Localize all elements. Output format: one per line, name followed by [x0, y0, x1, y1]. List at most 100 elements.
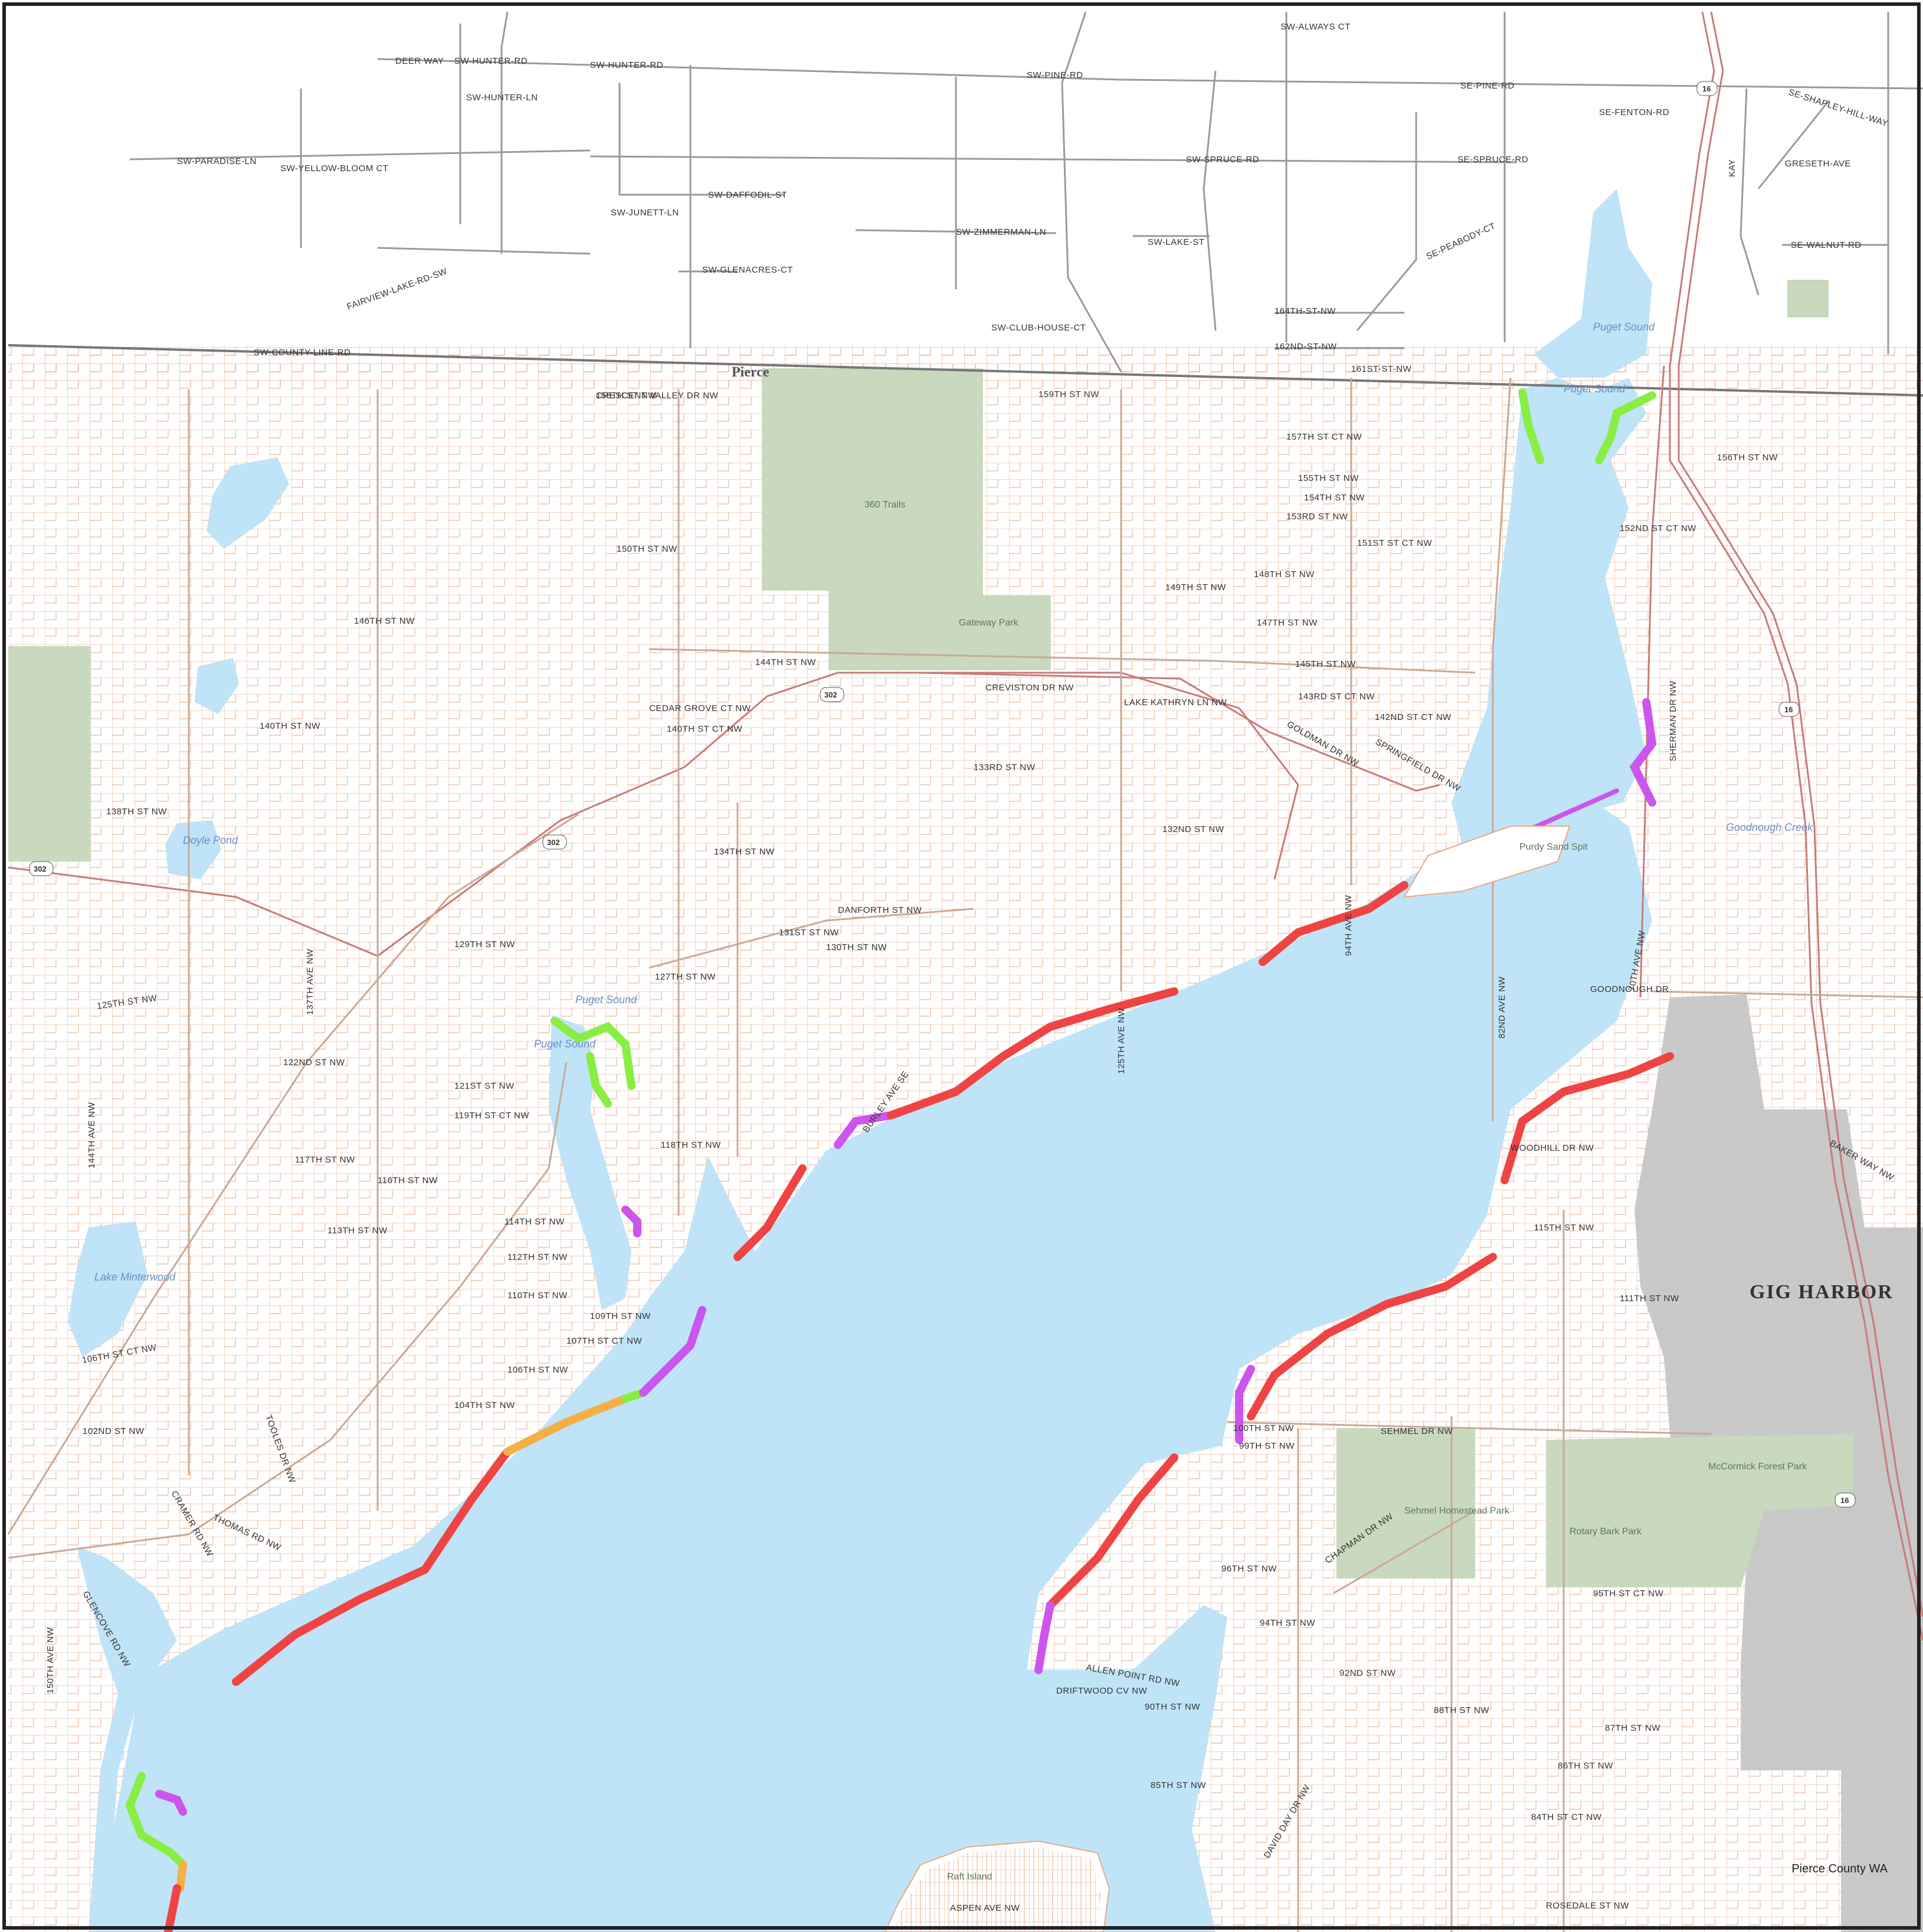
route-shield-16-mid: 16 — [1778, 702, 1800, 717]
road-label-south-86: SHERMAN DR NW — [1668, 680, 1678, 761]
route-shield-302-east: 302 — [820, 687, 844, 702]
county-boundary — [8, 344, 1923, 397]
road-label-south-88: CRESCENT VALLEY DR NW — [596, 391, 719, 401]
road-label-south-64: 84TH ST CT NW — [1531, 1812, 1602, 1822]
road-label-north-13: SW-SPRUCE-RD — [1186, 155, 1259, 165]
road-label-south-66: GOODNOUGH DR — [1590, 984, 1669, 994]
svg-text:16: 16 — [1702, 84, 1711, 93]
road-label-north-6: SW-ALWAYS CT — [1280, 22, 1351, 32]
road-label-north-0: DEER WAY — [395, 56, 444, 66]
road-label-north-5: SE-PINE-RD — [1460, 81, 1515, 91]
shoreline-purple-6 — [1034, 1601, 1054, 1674]
road-label-south-59: 90TH ST NW — [1145, 1702, 1200, 1712]
road-label-north-10: SW-YELLOW-BLOOM CT — [280, 163, 388, 173]
road-label-south-63: 85TH ST NW — [1151, 1780, 1206, 1790]
shoreline-green-6 — [125, 1772, 187, 1869]
road-label-south-42: 114TH ST NW — [504, 1217, 565, 1227]
shoreline-purple-2 — [834, 1111, 895, 1149]
water-label-goodnough: Goodnough Creek — [1726, 821, 1813, 833]
road-label-south-38: 118TH ST NW — [661, 1140, 721, 1150]
water-label-1: Puget Sound — [1593, 321, 1655, 333]
road-label-south-10: 149TH ST NW — [1165, 582, 1226, 592]
road-label-south-61: 87TH ST NW — [1605, 1723, 1660, 1733]
road-label-north-4: SW-PINE-RD — [1027, 70, 1083, 80]
svg-text:302: 302 — [824, 690, 837, 699]
water-label-4: Puget Sound — [534, 1038, 596, 1050]
road-label-south-4: 155TH ST NW — [1298, 473, 1359, 483]
road-label-south-37: 119TH ST CT NW — [454, 1111, 529, 1121]
road-label-south-80: 144TH AVE NW — [87, 1102, 97, 1168]
road-label-south-8: 151ST ST CT NW — [1357, 538, 1432, 548]
road-label-south-41: 115TH ST NW — [1534, 1223, 1594, 1233]
route-shield-302-west: 302 — [29, 861, 54, 876]
highway-16 — [1639, 11, 1923, 1641]
road-label-south-46: 110TH ST NW — [507, 1291, 568, 1301]
road-label-south-6: 153RD ST NW — [1286, 512, 1348, 522]
road-label-south-39: 117TH ST NW — [295, 1155, 355, 1165]
south-roads — [7, 377, 1923, 1932]
road-label-south-14: 145TH ST NW — [1295, 659, 1356, 669]
road-label-south-70: ROSEDALE ST NW — [1546, 1901, 1629, 1911]
road-label-north-20: SE-WALNUT-RD — [1791, 240, 1862, 250]
road-label-south-9: 150TH ST NW — [617, 544, 677, 554]
road-label-north-27: SW-COUNTY-LINE-RD — [254, 348, 350, 358]
shoreline-green-4 — [551, 1017, 635, 1090]
shoreline-red-7 — [1247, 1253, 1497, 1420]
shoreline-purple-7 — [621, 1206, 641, 1237]
road-label-south-7: 152ND ST CT NW — [1620, 523, 1696, 533]
route-shield-16-south: 16 — [1834, 1492, 1856, 1508]
road-label-south-52: 102ND ST NW — [83, 1426, 145, 1436]
road-label-north-11: SW-DAFFODIL-ST — [708, 190, 787, 200]
road-label-south-83: 94TH AVE NW — [1344, 895, 1354, 956]
road-label-south-53: 100TH ST NW — [1233, 1423, 1294, 1433]
city-label: GIG HARBOR — [1750, 1281, 1893, 1303]
shoreline-red-8 — [1046, 1453, 1178, 1609]
road-label-south-20: CEDAR GROVE CT NW — [649, 703, 751, 713]
shoreline-green-2 — [1518, 388, 1544, 464]
water-lake-kathryn — [195, 658, 239, 714]
road-label-south-60: 88TH ST NW — [1434, 1705, 1489, 1715]
road-label-south-51: 104TH ST NW — [454, 1400, 515, 1410]
road-label-south-47: 109TH ST NW — [590, 1311, 651, 1321]
north-roads — [129, 11, 1923, 372]
road-label-south-55: 96TH ST NW — [1221, 1564, 1277, 1574]
road-label-south-11: 148TH ST NW — [1254, 569, 1315, 579]
road-label-south-81: 137TH AVE NW — [305, 948, 315, 1015]
park-label-mccormick: McCormick Forest Park — [1708, 1462, 1807, 1472]
road-label-south-84: 82ND AVE NW — [1497, 976, 1507, 1039]
road-label-south-22: LAKE KATHRYN LN NW — [1124, 698, 1227, 708]
park-360-trails — [762, 368, 1051, 670]
water-north-inlet — [1452, 378, 1646, 850]
water-label-3: Puget Sound — [575, 994, 637, 1006]
road-label-south-17: 142ND ST CT NW — [1375, 712, 1452, 722]
road-label-north-7: SE-FENTON-RD — [1599, 107, 1669, 117]
road-label-south-62: 86TH ST NW — [1558, 1761, 1613, 1771]
shoreline-purple-5 — [1235, 1365, 1255, 1444]
road-label-south-82: 125TH AVE NW — [1116, 1007, 1126, 1074]
road-label-north-25: 162ND-ST-NW — [1275, 342, 1337, 352]
road-label-south-56: 95TH ST CT NW — [1593, 1589, 1664, 1599]
water-label-minterwood: Lake Minterwood — [94, 1271, 176, 1283]
road-label-north-2: SW-HUNTER-RD — [590, 60, 663, 70]
map-credit: Pierce County WA — [1791, 1862, 1888, 1875]
shoreline-red-3 — [733, 1164, 807, 1261]
road-label-south-75: ASPEN AVE NW — [950, 1903, 1020, 1913]
shoreline-orange-1 — [503, 1394, 630, 1456]
road-label-south-43: 113TH ST NW — [327, 1226, 388, 1236]
road-label-north-21: SW-GLENACRES-CT — [702, 265, 793, 275]
park-label-rotary: Rotary Bark Park — [1570, 1527, 1642, 1537]
water-burley-inlet — [549, 1015, 631, 1310]
road-label-south-21: CREVISTON DR NW — [985, 683, 1074, 693]
park-small-north — [1787, 280, 1829, 317]
road-label-south-2: 157TH ST CT NW — [1286, 432, 1362, 442]
shoreline-green-5 — [586, 1052, 612, 1108]
road-label-south-26: 138TH ST NW — [106, 807, 167, 817]
shoreline-red-2 — [421, 1448, 512, 1574]
road-label-south-27: 134TH ST NW — [714, 847, 775, 857]
shoreline-red-9 — [164, 1884, 181, 1932]
road-label-south-16: 143RD ST CT NW — [1298, 692, 1375, 702]
svg-text:16: 16 — [1840, 1496, 1849, 1505]
